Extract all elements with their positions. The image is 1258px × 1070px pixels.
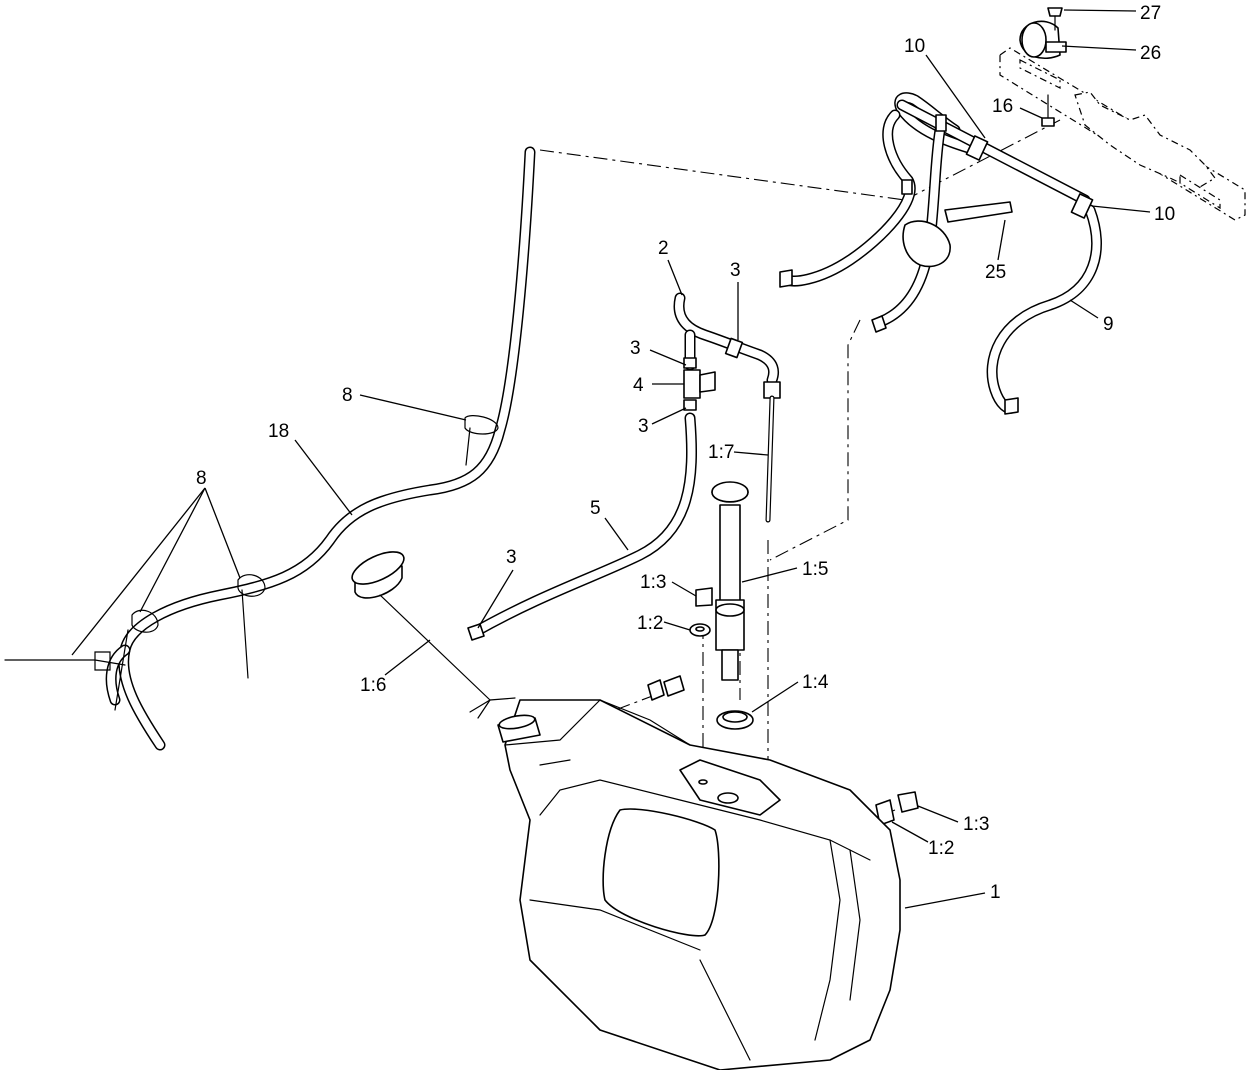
callout-2: 2 xyxy=(658,238,669,259)
fuel-hose-part-5[interactable] xyxy=(467,412,697,641)
callout-3-lower: 3 xyxy=(638,416,649,437)
callout-labels: 27 26 10 16 10 25 9 2 3 3 4 3 8 18 1:7 8… xyxy=(196,3,1175,903)
callout-1-3-upper: 1:3 xyxy=(640,572,666,593)
screw-part-27[interactable] xyxy=(1047,7,1063,31)
fitting-part-1-3[interactable] xyxy=(647,675,919,826)
screw-part-16[interactable] xyxy=(1041,94,1055,127)
fuel-line-part-18[interactable] xyxy=(105,146,536,751)
callout-3-top: 3 xyxy=(730,260,741,281)
callout-3-upper: 3 xyxy=(630,338,641,359)
clamp-part-3[interactable] xyxy=(683,337,744,411)
vent-hose-assembly[interactable] xyxy=(779,92,1102,415)
callout-25: 25 xyxy=(985,262,1006,283)
pickup-tube-part-1-7[interactable] xyxy=(763,381,781,523)
callout-1-2-lower: 1:2 xyxy=(928,838,954,859)
callout-16: 16 xyxy=(992,96,1013,117)
callout-8-left: 8 xyxy=(196,468,207,489)
callout-18: 18 xyxy=(268,421,289,442)
callout-1-2-upper: 1:2 xyxy=(637,613,663,634)
fuel-tank-icon[interactable] xyxy=(497,699,901,1070)
cable-tie-part-8[interactable] xyxy=(4,415,499,711)
callout-8-upper: 8 xyxy=(342,385,353,406)
bushing-part-1-4[interactable] xyxy=(716,710,754,730)
mounting-bracket-icon xyxy=(999,47,1246,221)
fuel-gauge-icon[interactable] xyxy=(695,481,749,681)
callout-26: 26 xyxy=(1140,43,1161,64)
callout-1: 1 xyxy=(990,882,1001,903)
clamp-part-26[interactable] xyxy=(1019,20,1067,59)
callout-9: 9 xyxy=(1103,314,1114,335)
callout-10-top: 10 xyxy=(904,36,925,57)
callout-1-5: 1:5 xyxy=(802,559,828,580)
callout-27: 27 xyxy=(1140,3,1161,24)
callout-1-6: 1:6 xyxy=(360,675,386,696)
fuel-cap-icon[interactable] xyxy=(348,545,516,719)
callout-1-3-lower: 1:3 xyxy=(963,814,989,835)
callout-3-left: 3 xyxy=(506,547,517,568)
leader-lines xyxy=(71,9,1151,909)
callout-1-4: 1:4 xyxy=(802,672,829,693)
callout-1-7: 1:7 xyxy=(708,442,734,463)
grommet-part-1-2[interactable] xyxy=(689,623,711,637)
callout-10-right: 10 xyxy=(1154,204,1175,225)
tee-fitting-part-4[interactable] xyxy=(683,369,716,399)
callout-4: 4 xyxy=(633,375,644,396)
callout-5: 5 xyxy=(590,498,601,519)
